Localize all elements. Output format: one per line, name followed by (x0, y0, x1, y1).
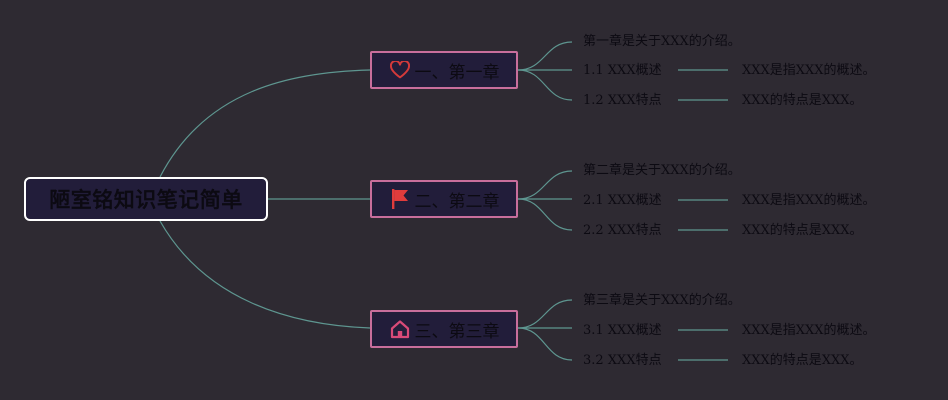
branch-3-intro: 第三章是关于XXX的介绍。 (583, 293, 741, 308)
root-node[interactable]: 陋室铭知识笔记简单 (24, 177, 268, 221)
branch-1-item-2-detail: XXX的特点是XXX。 (742, 93, 863, 108)
connector-root-branch-3 (159, 220, 371, 329)
branch-2-intro: 第二章是关于XXX的介绍。 (583, 163, 741, 178)
branch-node-1[interactable]: 一、第一章 (370, 51, 518, 89)
branch-3-item-2-detail: XXX的特点是XXX。 (742, 353, 863, 368)
branch-1-intro: 第一章是关于XXX的介绍。 (583, 34, 741, 49)
branch-3-item-2-label: 3.2 XXX特点 (583, 353, 662, 368)
branch-1-item-1-detail: XXX是指XXX的概述。 (742, 63, 876, 78)
root-label: 陋室铭知识笔记简单 (49, 188, 243, 212)
branch-node-2[interactable]: 二、第二章 (370, 180, 518, 218)
branch-label: 三、第三章 (414, 321, 500, 342)
branch-node-3[interactable]: 三、第三章 (370, 310, 518, 348)
branch-2-item-2-label: 2.2 XXX特点 (583, 223, 662, 238)
branch-1-item-2-label: 1.2 XXX特点 (583, 93, 662, 108)
branch-3-item-1-label: 3.1 XXX概述 (583, 323, 662, 338)
branch-1-item-1-label: 1.1 XXX概述 (583, 63, 662, 78)
heart-icon (389, 59, 411, 81)
branch-3-item-1-detail: XXX是指XXX的概述。 (742, 323, 876, 338)
branch-2-item-1-label: 2.1 XXX概述 (583, 193, 662, 208)
branch-2-item-2-detail: XXX的特点是XXX。 (742, 223, 863, 238)
branch-2-item-1-detail: XXX是指XXX的概述。 (742, 193, 876, 208)
branch-label: 一、第一章 (414, 62, 500, 83)
branch-label: 二、第二章 (414, 191, 500, 212)
flag-icon (389, 188, 411, 210)
connector-root-branch-1 (159, 69, 371, 178)
home-icon (389, 318, 411, 340)
